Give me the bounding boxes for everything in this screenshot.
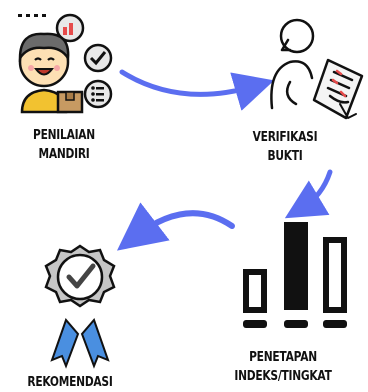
step-3-line-1: PENETAPAN (249, 350, 317, 365)
step-label-verifikasi-bukti: VERIFIKASI BUKTI (236, 128, 334, 166)
step-2-line-1: VERIFIKASI (252, 130, 318, 145)
self-assessment-person-icon (18, 13, 113, 114)
step-3-line-2: INDEKS/TINGKAT (234, 369, 332, 384)
step-label-penilaian-mandiri: PENILAIAN MANDIRI (15, 126, 113, 164)
step-1-line-1: PENILAIAN (33, 128, 95, 143)
arrow-3 (116, 202, 235, 251)
document-verification-icon (270, 18, 364, 120)
step-label-rekomendasi: REKOMENDASI (13, 373, 128, 392)
step-label-penetapan-indeks: PENETAPAN INDEKS/TINGKAT (222, 348, 345, 386)
arrow-2 (284, 169, 333, 219)
step-2-line-2: BUKTI (267, 149, 303, 164)
arrow-1 (119, 69, 275, 111)
step-4-line-1: REKOMENDASI (27, 375, 113, 390)
approval-badge-icon (44, 244, 116, 369)
bar-chart-icon (243, 222, 347, 328)
step-1-line-2: MANDIRI (38, 147, 90, 162)
